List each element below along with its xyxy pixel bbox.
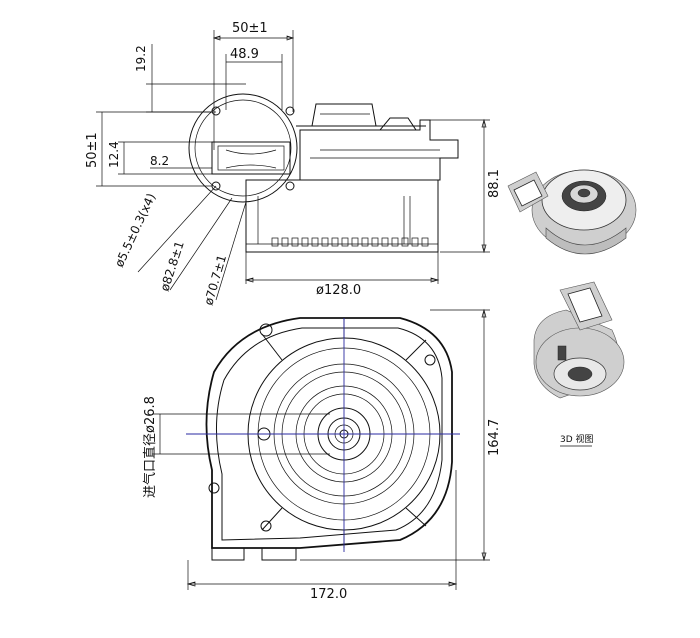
dim-base-dia: ø128.0 bbox=[316, 283, 361, 298]
dim-dia-70: ø70.7±1 bbox=[201, 253, 229, 307]
dims-front-view bbox=[152, 308, 490, 590]
dim-inlet-dia: 进气口直径ø26.8 bbox=[142, 396, 158, 498]
dims-side-view bbox=[96, 30, 490, 301]
dim-inner-depth: 8.2 bbox=[150, 154, 169, 168]
front-view bbox=[186, 317, 460, 561]
dim-inner-width: 48.9 bbox=[230, 47, 259, 62]
iso-view-bottom bbox=[533, 281, 625, 399]
dim-front-width: 172.0 bbox=[310, 587, 347, 602]
dim-dia-82: ø82.8±1 bbox=[158, 239, 187, 293]
cooling-slots bbox=[271, 237, 429, 247]
iso-view-top bbox=[507, 169, 637, 255]
dim-top-width: 50±1 bbox=[232, 21, 268, 36]
dim-height-left: 50±1 bbox=[85, 132, 100, 168]
side-view bbox=[188, 93, 459, 253]
dim-side-height: 88.1 bbox=[487, 169, 502, 198]
dim-inner-height: 12.4 bbox=[107, 141, 121, 168]
dim-front-height: 164.7 bbox=[487, 419, 502, 456]
dim-offset-top: 19.2 bbox=[134, 45, 148, 72]
view-3d-label: 3D 视图 bbox=[560, 433, 594, 445]
